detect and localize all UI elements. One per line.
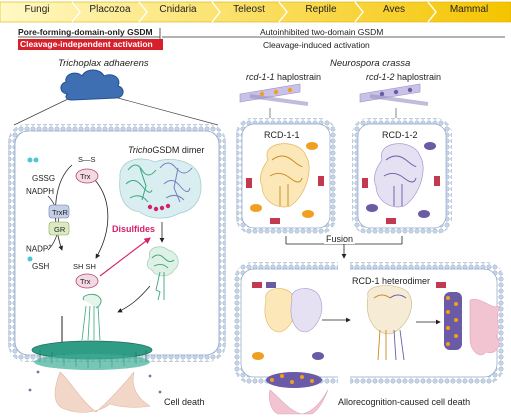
projection-line — [117, 97, 219, 126]
rcd-1-2-haplostrain-label: rcd-1-2 haplostrain — [366, 72, 442, 82]
trxr-label: TrxR — [52, 208, 68, 217]
taxon-label: Cnidaria — [159, 4, 197, 15]
gr-box — [48, 221, 70, 236]
cleavage-independent-badge: Cleavage-independent activation — [18, 39, 163, 50]
trichoplax-title: Trichoplax adhaerens — [58, 58, 149, 69]
rcd-1-2-label: RCD-1-2 — [382, 130, 418, 140]
gr-label: GR — [54, 225, 66, 234]
trx-reduced-bubble — [75, 273, 99, 289]
taxon-label: Teleost — [233, 4, 265, 15]
allorecognition-cell-death-label: Allorecognition-caused cell death — [338, 397, 471, 407]
trichogsdm-dimer — [119, 158, 202, 219]
taxon-label: Reptile — [305, 4, 337, 15]
cell-death-label: Cell death — [164, 397, 205, 407]
trichoplax-organism-icon — [60, 69, 124, 101]
trichogsdm-monomer — [146, 246, 179, 301]
taxon-label: Fungi — [24, 4, 50, 15]
taxon-label: Aves — [382, 4, 406, 15]
nadph-label: NADPH — [26, 187, 55, 196]
trichogsdm-pore — [31, 340, 153, 370]
disulfides-label: Disulfides — [112, 224, 156, 234]
right-leakage-splash — [469, 298, 501, 356]
neurospora-title: Neurospora crassa — [330, 58, 411, 69]
rcd-1-2-cell — [352, 118, 452, 234]
trxr-box — [48, 204, 70, 219]
trichoplax-cell-membrane — [8, 124, 226, 362]
cleavage-induced-label: Cleavage-induced activation — [263, 40, 370, 50]
taxonomy-bar: Fungi Placozoa Cnidaria Teleost Reptile … — [0, 0, 511, 24]
leakage-splash — [28, 370, 162, 413]
taxon-label: Mammal — [449, 4, 489, 15]
insertion-arrow — [117, 285, 151, 313]
taxonomy-bar-graphic — [0, 1, 511, 23]
trichogsdm-prepore — [81, 293, 102, 341]
trx-reduced-label: Trx — [80, 277, 91, 286]
gsh-label: GSH — [32, 262, 50, 271]
disulfide-bond-label: S—S — [78, 155, 96, 164]
rcd-1-2-hypha-icon — [359, 83, 429, 106]
legend-divider-lines — [18, 28, 505, 39]
rcd-1-heterodimer-label: RCD-1 heterodimer — [352, 276, 431, 286]
rcd-1-1-hypha-icon — [239, 83, 309, 106]
pore-only-label: Pore-forming-domain-only GSDM — [18, 27, 153, 37]
fusion-bracket — [285, 236, 403, 259]
rcd-1-1-cell — [236, 118, 336, 234]
rcd-1-1-haplostrain-label: rcd-1-1 haplostrain — [246, 72, 322, 82]
nadp-label: NADP+ — [26, 244, 52, 254]
autoinhibited-label: Autoinhibited two-domain GSDM — [260, 27, 384, 37]
trichogsdm-dimer-title: TrichoGSDM dimer — [128, 145, 205, 155]
thiol-label: SH SH — [73, 262, 96, 271]
rcd-1-1-label: RCD-1-1 — [264, 130, 300, 140]
fused-cell — [234, 262, 504, 384]
redox-cycle — [27, 157, 109, 289]
fusion-label: Fusion — [324, 234, 356, 244]
fused-pore-bottom — [266, 372, 329, 415]
trx-oxidized-label: Trx — [80, 172, 91, 181]
disulfide-arrow — [99, 237, 151, 277]
taxon-label: Placozoa — [89, 4, 131, 15]
trx-oxidized-bubble — [75, 168, 99, 184]
projection-line — [13, 98, 69, 126]
gssg-label: GSSG — [32, 174, 56, 183]
